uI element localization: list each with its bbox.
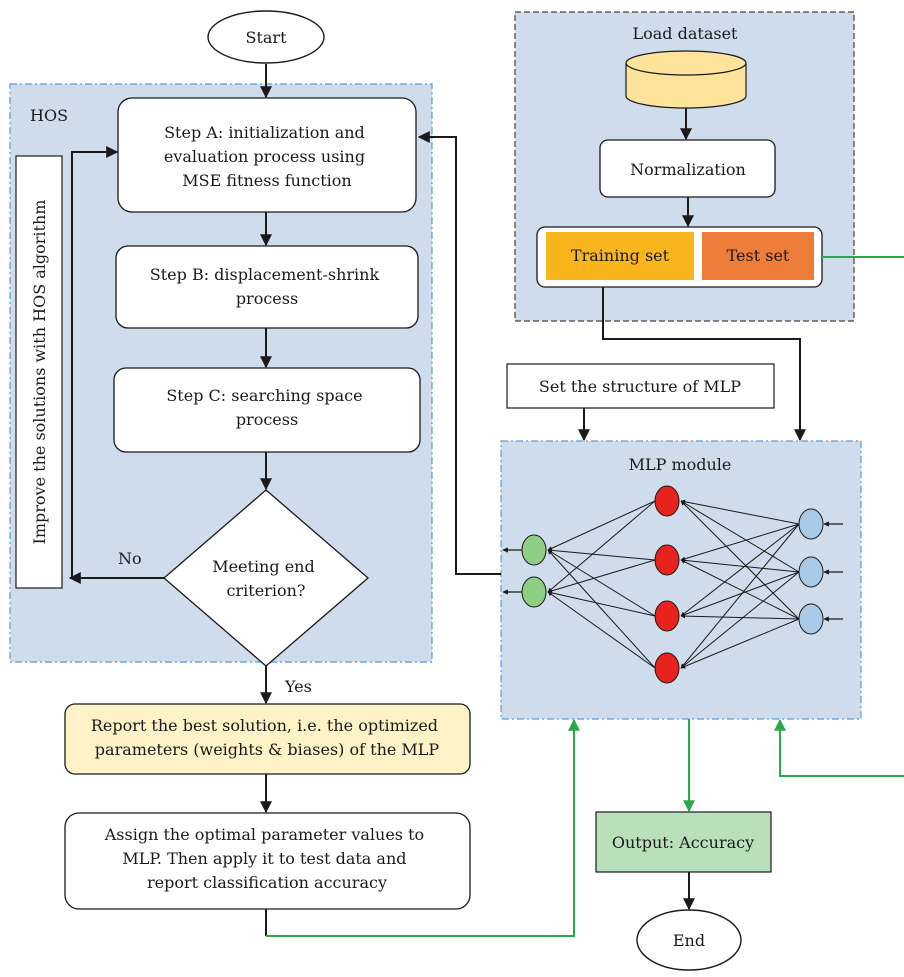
nn-hidden-node bbox=[654, 485, 680, 517]
svg-text:Step A: initialization and: Step A: initialization and evaluation pr… bbox=[164, 123, 370, 190]
step-a-line-3: MSE fitness function bbox=[182, 171, 351, 190]
start-terminal bbox=[207, 10, 325, 64]
mlp-structure-label: Set the structure of MLP bbox=[539, 377, 741, 396]
output-accuracy-label: Output: Accuracy bbox=[612, 833, 754, 852]
normalization-label: Normalization bbox=[630, 160, 746, 179]
report-line-1: Report the best solution, i.e. the optim… bbox=[91, 716, 438, 735]
hos-region-label: HOS bbox=[30, 106, 68, 125]
nn-edge-input-hidden bbox=[680, 523, 800, 617]
nn-hidden-node bbox=[654, 652, 680, 684]
nn-edge-hidden-output bbox=[547, 591, 656, 669]
nn-edge-input-hidden bbox=[680, 559, 800, 620]
nn-input-node bbox=[798, 603, 824, 635]
nn-output-node bbox=[521, 534, 547, 566]
load-dataset-label: Load dataset bbox=[633, 24, 739, 43]
svg-text:Step B: displacement-shrink: Step B: displacement-shrink process bbox=[150, 265, 384, 308]
nn-hidden-node bbox=[654, 544, 680, 576]
mlp-module-label: MLP module bbox=[629, 455, 732, 474]
step-b-box bbox=[115, 245, 419, 329]
nn-nodes bbox=[521, 485, 824, 684]
nn-connections bbox=[502, 499, 843, 669]
nn-input-node bbox=[798, 508, 824, 540]
step-a-line-2: evaluation process using bbox=[164, 147, 365, 166]
improve-solutions-box bbox=[15, 155, 63, 589]
arrow-mlp-to-step-a bbox=[417, 131, 501, 575]
training-set-label: Training set bbox=[571, 246, 670, 265]
nn-edge-hidden-output bbox=[547, 549, 656, 669]
arrow-feedback-loop bbox=[71, 146, 119, 578]
nn-edge-hidden-output bbox=[547, 590, 656, 617]
step-b-line-1: Step B: displacement-shrink bbox=[150, 265, 380, 284]
nn-input-node bbox=[798, 556, 824, 588]
nn-edge-input-hidden bbox=[680, 558, 800, 573]
nn-hidden-node bbox=[654, 600, 680, 632]
nn-edge-hidden-output bbox=[547, 549, 656, 617]
nn-edge-input-hidden bbox=[680, 613, 800, 620]
nn-output-node bbox=[521, 576, 547, 608]
no-label: No bbox=[118, 549, 142, 568]
nn-edge-hidden-output bbox=[547, 500, 656, 551]
nn-edge-hidden-output bbox=[547, 500, 656, 593]
arrow-training-to-mlp bbox=[602, 287, 806, 442]
end-label: End bbox=[673, 931, 705, 950]
decision-line-1: Meeting end bbox=[212, 557, 315, 576]
test-set-block bbox=[702, 232, 814, 280]
nn-edge-input-hidden bbox=[680, 500, 800, 573]
start-label: Start bbox=[245, 28, 287, 47]
nn-edge-input-hidden bbox=[680, 571, 800, 669]
assign-line-1: Assign the optimal parameter values to bbox=[104, 825, 424, 844]
nn-edge-input-hidden bbox=[680, 571, 800, 617]
report-best-solution-box bbox=[64, 703, 471, 775]
svg-text:Step C: searching space pr: Step C: searching space process bbox=[166, 386, 367, 429]
step-c-line-1: Step C: searching space bbox=[166, 386, 362, 405]
dataset-cylinder-icon bbox=[625, 50, 747, 109]
svg-text:Assign the optimal parameter v: Assign the optimal parameter values to M… bbox=[104, 825, 430, 892]
step-a-line-1: Step A: initialization and bbox=[164, 123, 365, 142]
green-arrow-assign-to-mlp bbox=[266, 718, 580, 937]
improve-solutions-label: Improve the solutions with HOS algorithm bbox=[30, 200, 49, 545]
assign-line-3: report classification accuracy bbox=[147, 873, 387, 892]
svg-text:Meeting end criterion?: Meeting end criterion? bbox=[212, 557, 320, 600]
nn-edge-input-hidden bbox=[680, 523, 800, 561]
test-set-label: Test set bbox=[727, 246, 790, 265]
step-c-line-2: process bbox=[236, 410, 298, 429]
svg-text:Report the best solution, i.e.: Report the best solution, i.e. the optim… bbox=[91, 716, 443, 759]
nn-edge-input-hidden bbox=[680, 499, 800, 525]
yes-label: Yes bbox=[284, 677, 312, 696]
nn-edge-input-hidden bbox=[680, 523, 800, 669]
nn-edge-input-hidden bbox=[680, 500, 800, 620]
output-accuracy-box bbox=[595, 811, 772, 873]
report-line-2: parameters (weights & biases) of the MLP bbox=[95, 740, 440, 759]
nn-edge-input-hidden bbox=[680, 618, 800, 669]
nn-edge-hidden-output bbox=[547, 548, 656, 561]
decision-line-2: criterion? bbox=[227, 581, 306, 600]
green-arrow-test-to-mlp bbox=[774, 718, 904, 777]
assign-line-2: MLP. Then apply it to test data and bbox=[122, 849, 406, 868]
training-set-block bbox=[546, 232, 694, 280]
step-b-line-2: process bbox=[236, 289, 298, 308]
mlp-structure-box bbox=[506, 363, 775, 409]
nn-edge-hidden-output bbox=[547, 559, 656, 593]
